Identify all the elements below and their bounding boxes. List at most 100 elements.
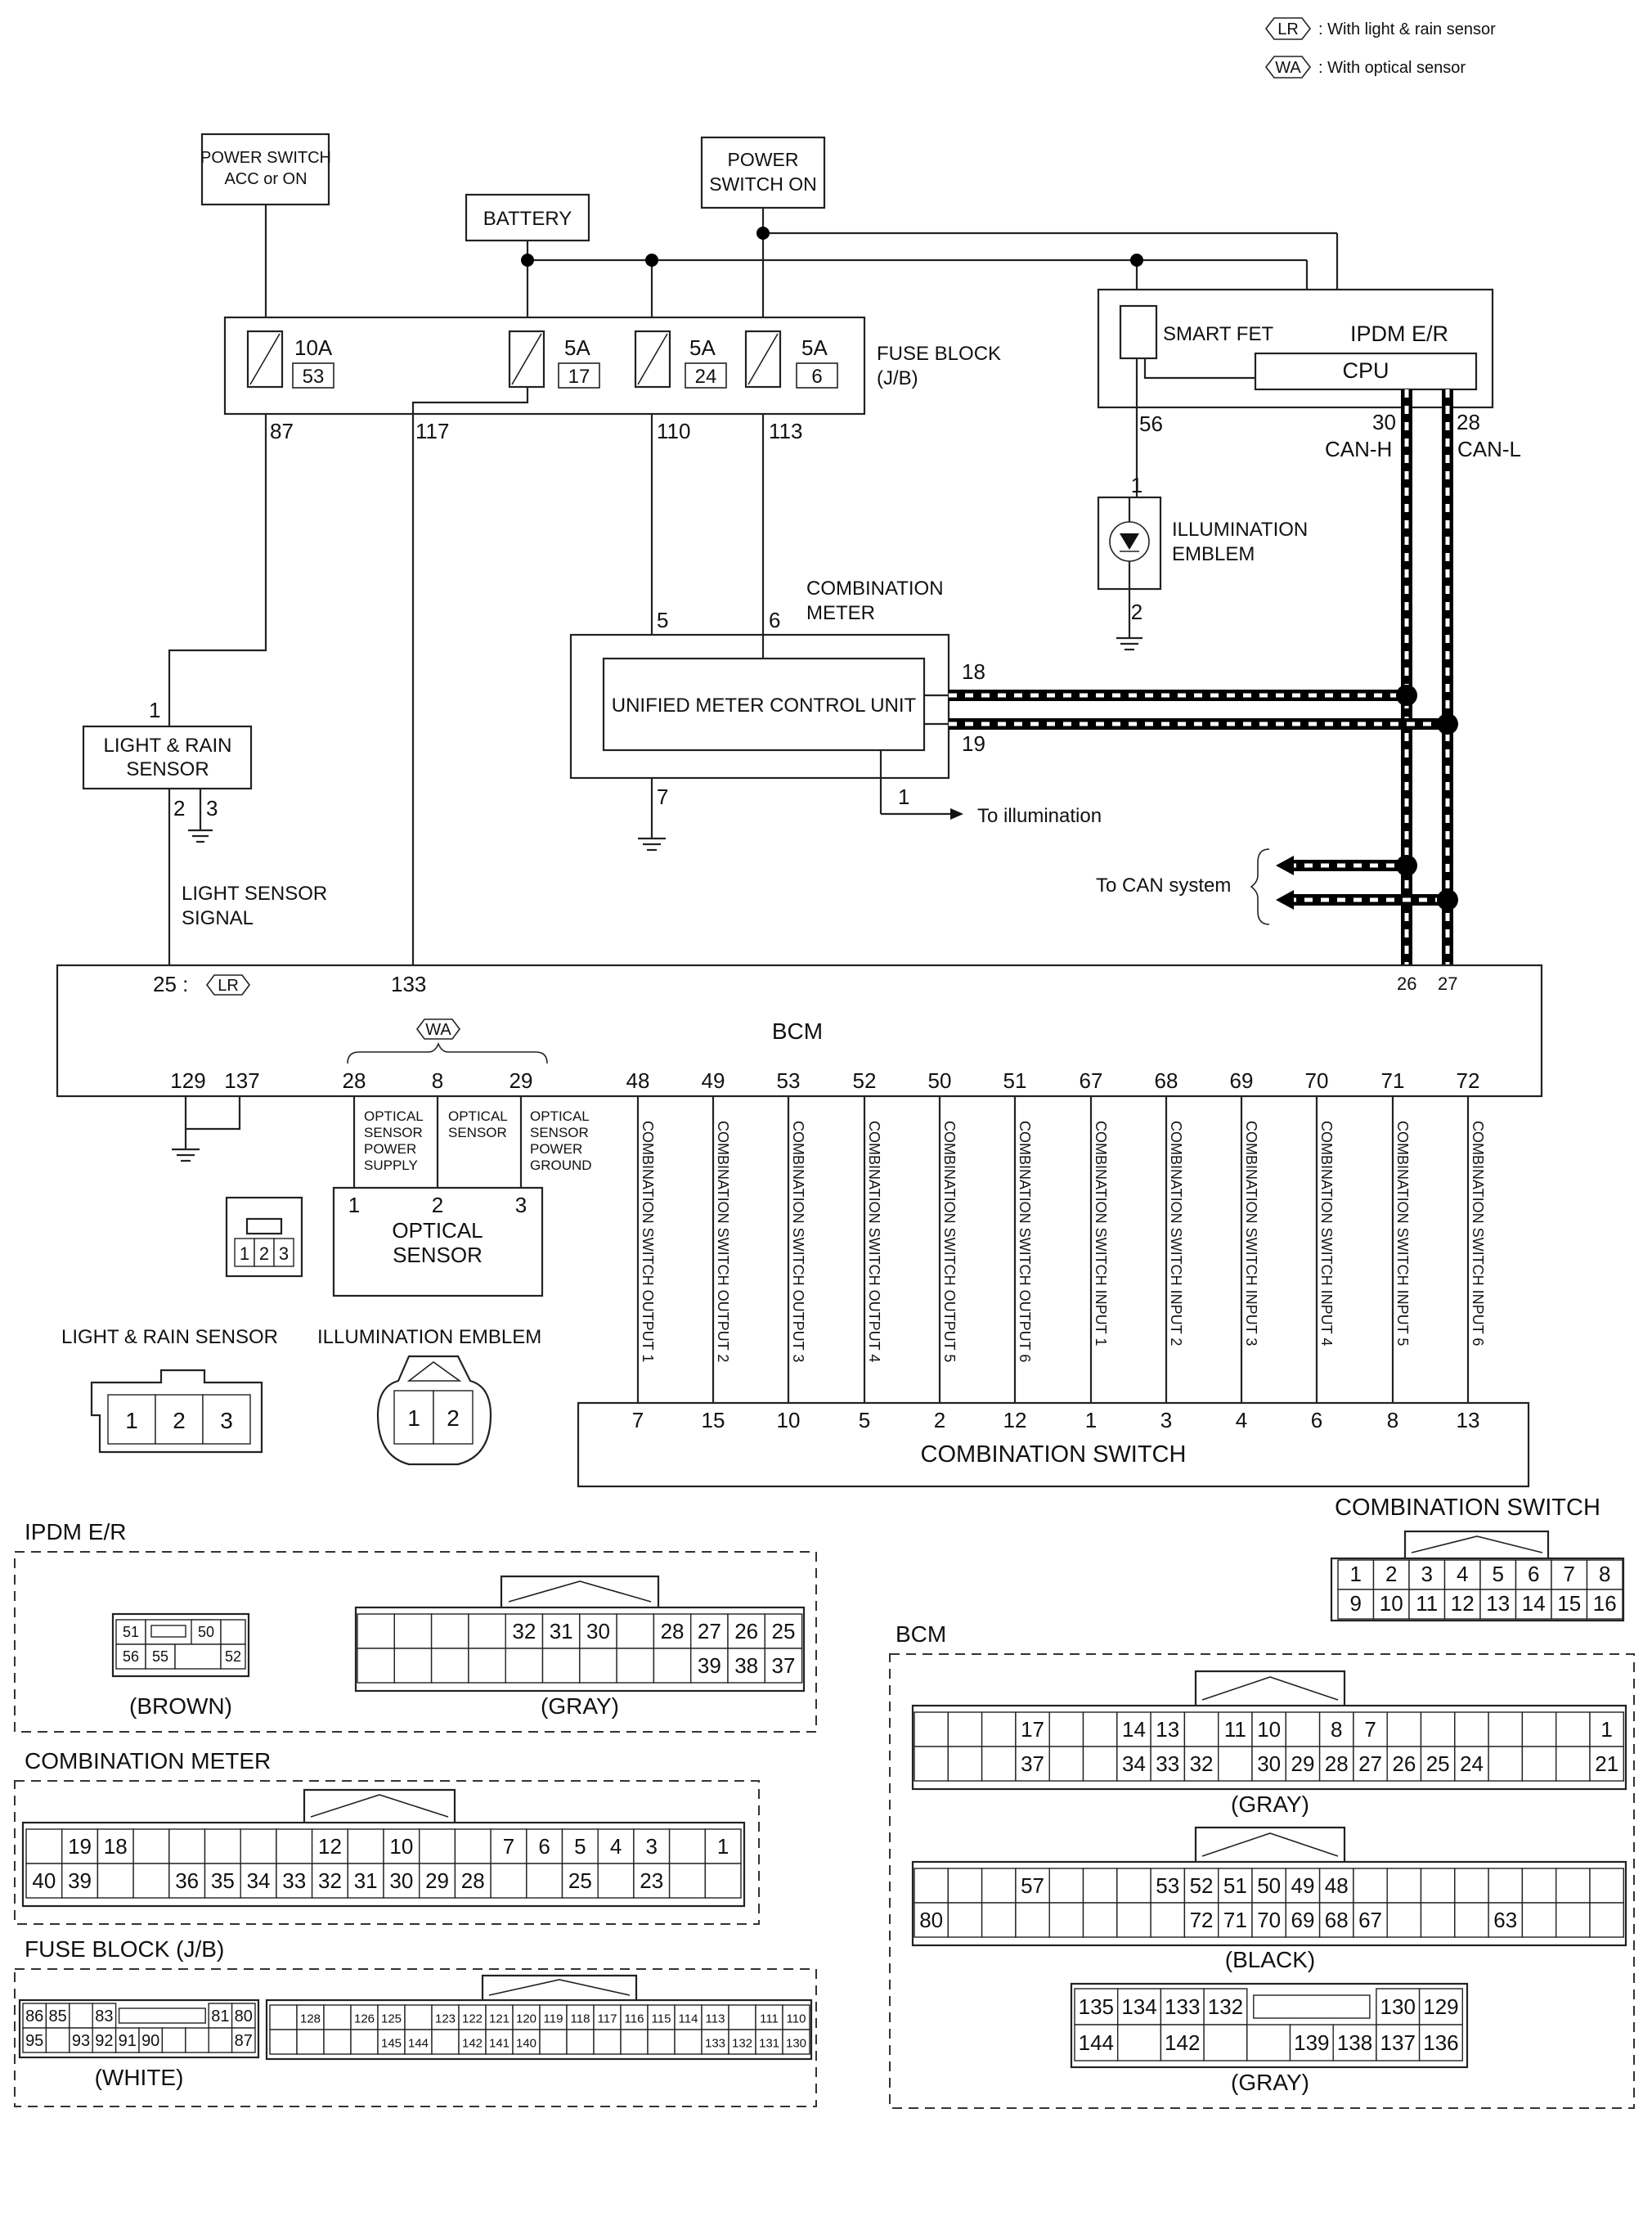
connector-pin-label: 95	[25, 2032, 43, 2050]
connector-cell	[1376, 2024, 1421, 2061]
connector-cell	[430, 1648, 469, 1684]
connector-pin-label: 135	[1079, 1994, 1114, 2019]
connector-pin-label: 132	[732, 2037, 752, 2051]
connector-cell	[161, 2027, 186, 2053]
connector-cell	[458, 2004, 487, 2030]
signal-input-1: COMBINATION SWITCH INPUT 1	[1093, 1121, 1109, 1346]
connector-cell	[616, 1613, 655, 1649]
svg-text:UNIFIED METER CONTROL UNIT: UNIFIED METER CONTROL UNIT	[612, 695, 917, 717]
svg-text:GROUND: GROUND	[530, 1158, 592, 1173]
svg-text:19: 19	[962, 731, 985, 756]
connector-cell	[1420, 1746, 1456, 1782]
connector-cell	[1372, 1559, 1410, 1590]
connector-pin-label: 67	[1358, 1908, 1382, 1932]
connector-pin-label: 80	[919, 1908, 943, 1932]
connector-cell	[1515, 1559, 1552, 1590]
connector-cell	[1420, 1868, 1456, 1904]
connector-pin-label: 116	[625, 2012, 644, 2026]
connector-pin-label: 5	[574, 1834, 586, 1859]
connector-cell	[616, 1648, 655, 1684]
connector-pin-label: 126	[354, 2012, 375, 2026]
connector-pin-label: 71	[1223, 1908, 1247, 1932]
connector-cell	[1203, 2024, 1248, 2061]
connector-pin-label: 133	[1165, 1994, 1200, 2019]
connector-pin-label: 29	[425, 1868, 449, 1893]
connector-cell	[431, 2004, 460, 2030]
connector-cell	[69, 2027, 93, 2053]
connector-cell	[1150, 1746, 1186, 1782]
connector-pin-label: 19	[68, 1834, 92, 1859]
connector-cell	[240, 1863, 277, 1899]
signal-input-6: COMBINATION SWITCH INPUT 6	[1470, 1121, 1486, 1346]
connector-cell	[1332, 2024, 1377, 2061]
connector-pin-label: 39	[698, 1653, 721, 1678]
svg-text:SWITCH ON: SWITCH ON	[709, 173, 817, 195]
svg-text:2: 2	[432, 1193, 443, 1217]
connector-cell	[541, 1648, 581, 1684]
svg-text:WA: WA	[425, 1021, 451, 1039]
connector-cell	[1217, 1902, 1253, 1938]
connector-cell	[1318, 1746, 1354, 1782]
connector-cell	[541, 1613, 581, 1649]
connector-cell	[1015, 1746, 1050, 1782]
svg-text:FUSE BLOCK (J/B): FUSE BLOCK (J/B)	[25, 1936, 224, 1962]
connector-cell	[1337, 1589, 1375, 1620]
svg-text:28: 28	[1457, 410, 1480, 434]
connector-cell	[404, 2004, 433, 2030]
svg-text:49: 49	[702, 1068, 725, 1093]
connector-cell	[430, 1613, 469, 1649]
connector-cell	[701, 2029, 729, 2055]
connector-pin-label: 52	[1190, 1873, 1214, 1898]
connector-pin-label: 113	[706, 2012, 725, 2026]
connector-cell	[1160, 1988, 1205, 2025]
svg-text:CAN-L: CAN-L	[1457, 437, 1521, 461]
connector-pin-label: 34	[247, 1868, 271, 1893]
connector-cell	[647, 2029, 676, 2055]
connector-pin-label: 87	[235, 2032, 253, 2050]
connector-cell	[1318, 1711, 1354, 1747]
connector-pin-label: 1	[1600, 1717, 1612, 1742]
svg-text:(J/B): (J/B)	[877, 367, 918, 389]
signal-output-6: COMBINATION SWITCH OUTPUT 6	[1017, 1121, 1033, 1362]
connector-pin-label: 25	[771, 1619, 795, 1643]
fuse-53-amp: 10A	[294, 335, 333, 360]
signal-input-5: COMBINATION SWITCH INPUT 5	[1394, 1121, 1411, 1346]
connector-cell	[579, 1613, 617, 1649]
connector-cell	[1217, 1746, 1253, 1782]
svg-text:3: 3	[1160, 1408, 1172, 1432]
connector-cell	[633, 1863, 671, 1899]
connector-pin-label: 1	[1350, 1562, 1362, 1586]
signal-input-3: COMBINATION SWITCH INPUT 3	[1243, 1121, 1259, 1346]
connector-cell	[208, 2027, 233, 2053]
fuse-terminal-87: 87	[270, 419, 294, 443]
connector-pin-label: 6	[538, 1834, 550, 1859]
connector-cell	[947, 1868, 983, 1904]
illumination-connector: ILLUMINATION EMBLEM 1 2	[317, 1326, 541, 1466]
connector-cell	[1082, 1868, 1118, 1904]
connector-cell	[1318, 1902, 1354, 1938]
svg-text:POWER: POWER	[728, 149, 799, 170]
connector-cell	[1454, 1746, 1489, 1782]
connector-cell	[45, 2027, 70, 2053]
connector-pin-label: 9	[1350, 1591, 1362, 1616]
connector-cell	[981, 1746, 1017, 1782]
connector-cell	[1074, 1988, 1119, 2025]
svg-text:ILLUMINATION: ILLUMINATION	[1172, 519, 1308, 541]
fuse-53-no: 53	[303, 366, 325, 388]
connector-pin-label: 10	[1257, 1717, 1281, 1742]
light-sensor-signal: LIGHT SENSOR	[182, 883, 327, 905]
connector-pin-label: 28	[661, 1619, 685, 1643]
signal-output-5: COMBINATION SWITCH OUTPUT 5	[941, 1121, 958, 1362]
connector-cell	[1488, 1746, 1524, 1782]
connector-cell	[1048, 1711, 1084, 1747]
connector-cell	[174, 1643, 222, 1670]
connector-cell	[269, 2004, 298, 2030]
fuse-6-no: 6	[811, 366, 822, 388]
connector-cell	[191, 1619, 222, 1645]
connector-pin-label: 137	[1380, 2030, 1416, 2055]
svg-text:IPDM E/R: IPDM E/R	[1350, 321, 1448, 346]
connector-cell	[1116, 1711, 1151, 1747]
connector-pin-label: 131	[759, 2037, 779, 2051]
